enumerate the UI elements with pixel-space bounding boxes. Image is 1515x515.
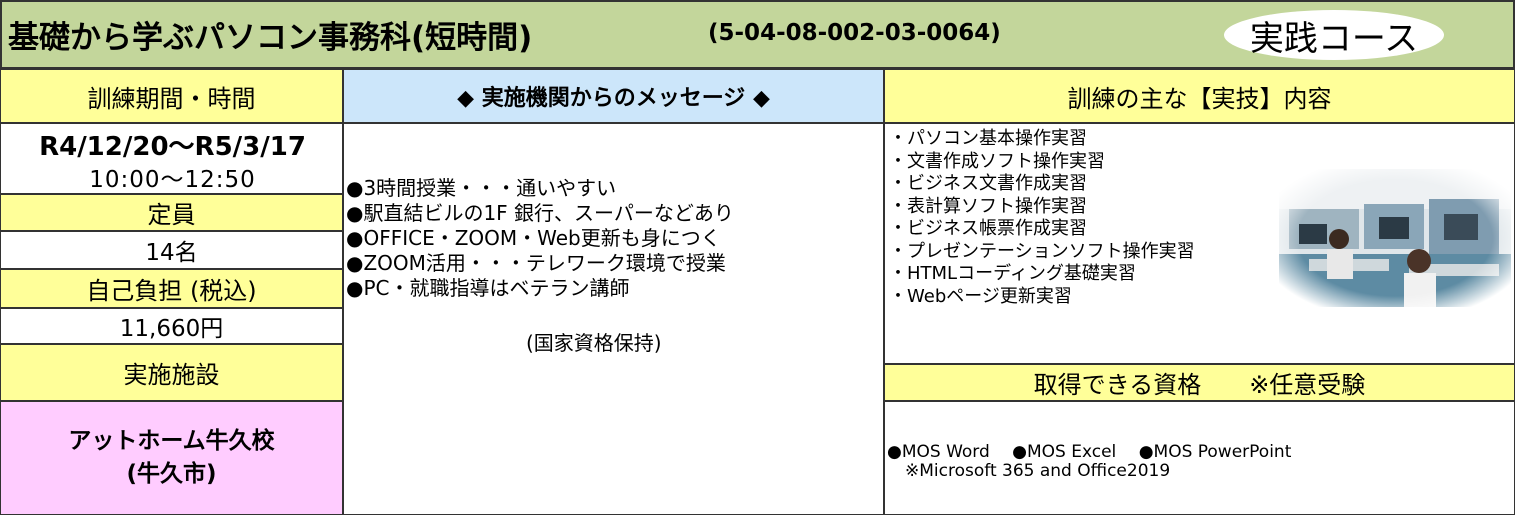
message-item: ●駅直結ビルの1F 銀行、スーパーなどあり (346, 201, 734, 225)
training-hours: 10:00～12:50 (89, 167, 256, 193)
course-code: (5-04-08-002-03-0064) (708, 20, 1001, 46)
period-label: 訓練期間・時間 (0, 69, 343, 123)
skill-item: ・HTMLコーディング基礎実習 (889, 263, 1136, 284)
skill-item: ・文書作成ソフト操作実習 (889, 150, 1105, 172)
qualification-version: ※Microsoft 365 and Office2019 (905, 461, 1171, 481)
period-cell: R4/12/20～R5/3/17 10:00～12:50 (0, 123, 343, 194)
course-title: 基礎から学ぶパソコン事務科(短時間) (8, 20, 533, 56)
skill-item: ・ビジネス文書作成実習 (889, 173, 1087, 194)
message-item: ●3時間授業・・・通いやすい (346, 176, 617, 200)
skills-list: ・パソコン基本操作実習 ・文書作成ソフト操作実習 ・ビジネス文書作成実習 ・表計… (889, 128, 1195, 308)
skill-item: ・Webページ更新実習 (889, 285, 1072, 307)
facility-city: (牛久市) (126, 461, 217, 487)
message-header: ◆ 実施機関からのメッセージ ◆ (343, 69, 884, 123)
message-item: ●PC・就職指導はベテラン講師 (346, 276, 630, 300)
qualifications-body: ●MOS Word ●MOS Excel ●MOS PowerPoint ※Mi… (884, 401, 1515, 515)
cost-value: 11,660円 (0, 308, 343, 344)
skill-item: ・プレゼンテーションソフト操作実習 (889, 240, 1195, 262)
course-type-badge: 実践コース (1224, 10, 1444, 60)
message-item: ●ZOOM活用・・・テレワーク環境で授業 (346, 251, 726, 275)
capacity-label: 定員 (0, 194, 343, 231)
facility-label: 実施施設 (0, 344, 343, 401)
facility-cell: アットホーム牛久校 (牛久市) (0, 401, 343, 515)
skills-header: 訓練の主な【実技】内容 (884, 69, 1515, 123)
message-body: ●3時間授業・・・通いやすい ●駅直結ビルの1F 銀行、スーパーなどあり ●OF… (343, 123, 884, 515)
message-list: ●3時間授業・・・通いやすい ●駅直結ビルの1F 銀行、スーパーなどあり ●OF… (346, 176, 734, 301)
qualification-list: ●MOS Word ●MOS Excel ●MOS PowerPoint (887, 442, 1292, 462)
qualifications-header: 取得できる資格 ※任意受験 (884, 364, 1515, 401)
capacity-value: 14名 (0, 231, 343, 269)
skill-item: ・ビジネス帳票作成実習 (889, 218, 1087, 239)
message-note: (国家資格保持) (526, 331, 662, 355)
facility-name: アットホーム牛久校 (68, 428, 275, 454)
skill-item: ・パソコン基本操作実習 (889, 128, 1087, 149)
cost-label: 自己負担 (税込) (0, 269, 343, 308)
message-item: ●OFFICE・ZOOM・Web更新も身につく (346, 226, 721, 250)
skill-item: ・表計算ソフト操作実習 (889, 195, 1087, 217)
title-bar: 基礎から学ぶパソコン事務科(短時間) (5-04-08-002-03-0064)… (0, 0, 1515, 69)
training-dates: R4/12/20～R5/3/17 (39, 132, 306, 162)
classroom-photo (1279, 169, 1511, 307)
skills-body: ・パソコン基本操作実習 ・文書作成ソフト操作実習 ・ビジネス文書作成実習 ・表計… (884, 123, 1515, 364)
